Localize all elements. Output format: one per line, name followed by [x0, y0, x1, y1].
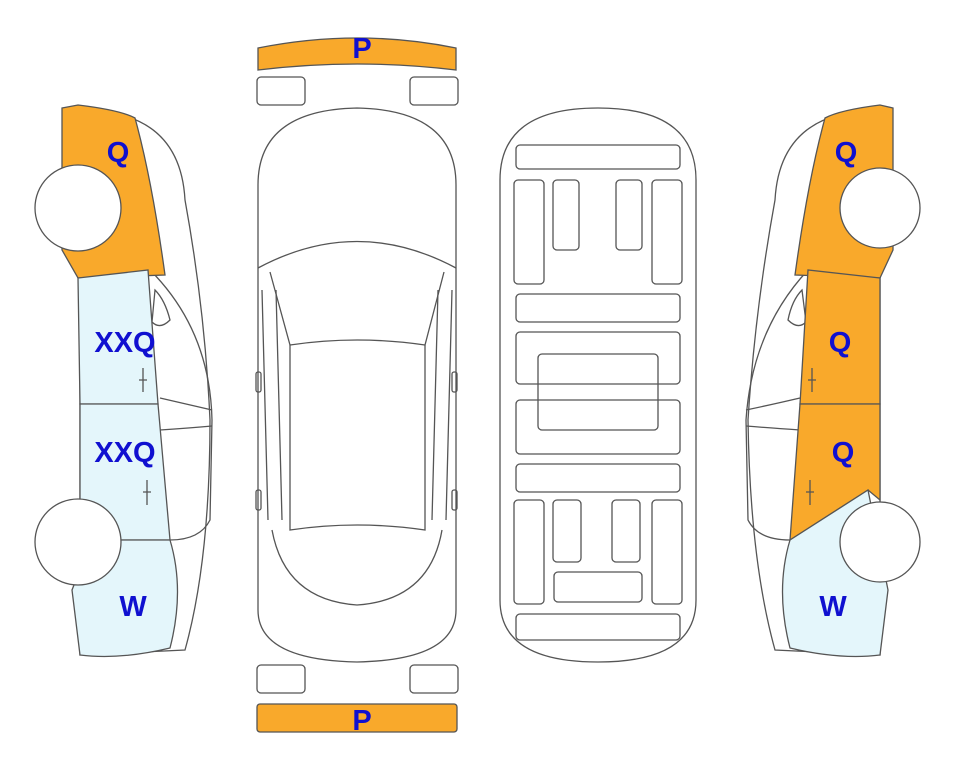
right-rear-door-label: Q [832, 437, 855, 469]
car-left-side-view [79, 109, 213, 656]
right-rear-quarter-label: W [819, 591, 847, 623]
right-front-fender-label: Q [835, 137, 858, 169]
front-bumper-panel[interactable] [257, 37, 457, 71]
front-left-light [256, 76, 306, 106]
right-front-wheel-icon [839, 167, 921, 249]
car-underbody-view [499, 107, 697, 663]
car-right-side-view [745, 109, 881, 656]
right-front-door-label: Q [829, 327, 852, 359]
car-top-view [255, 107, 458, 663]
rear-bumper-panel[interactable] [256, 703, 458, 733]
left-rear-wheel-icon [34, 498, 122, 586]
rear-bumper-label: P [352, 705, 371, 737]
rear-right-light [409, 664, 459, 694]
left-rear-door-label: XXQ [94, 437, 155, 469]
right-door-handles [806, 368, 816, 505]
left-front-fender-label: Q [107, 137, 130, 169]
front-right-light [409, 76, 459, 106]
left-door-handles [139, 368, 151, 505]
left-front-door-label: XXQ [94, 327, 155, 359]
left-front-wheel-icon [34, 164, 122, 252]
rear-left-light [256, 664, 306, 694]
right-rear-wheel-icon [839, 501, 921, 583]
left-rear-quarter-label: W [119, 591, 147, 623]
front-bumper-label: P [352, 33, 371, 65]
